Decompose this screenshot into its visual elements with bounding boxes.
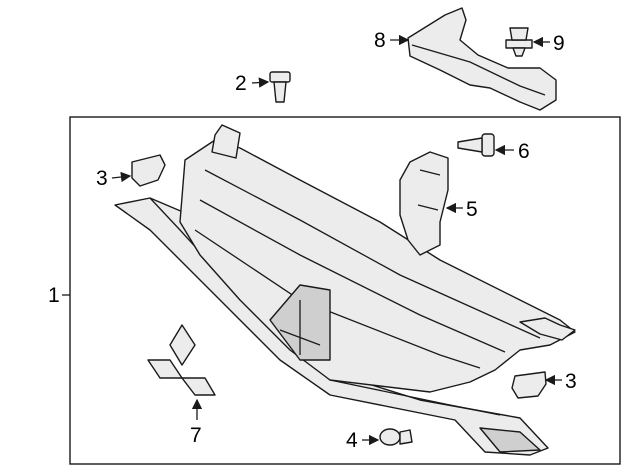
callout-6: 6: [518, 140, 530, 163]
bracket-3-lower: [511, 371, 547, 399]
bracket-8: [407, 7, 557, 111]
clip-2: [269, 71, 291, 103]
screw-6: [457, 133, 495, 157]
callout-9: 9: [553, 32, 565, 55]
callout-2: 2: [235, 72, 247, 95]
grille-assembly: [114, 124, 576, 456]
callout-7: 7: [190, 424, 202, 447]
emblem-7: [147, 324, 216, 396]
callout-1: 1: [48, 284, 60, 307]
leader-3a: [111, 171, 132, 183]
assembly-frame: [69, 116, 621, 465]
callout-3-upper: 3: [96, 167, 108, 190]
callout-4: 4: [346, 429, 358, 452]
leader-2: [251, 77, 270, 88]
nut-4: [379, 428, 413, 446]
callout-5: 5: [466, 198, 478, 221]
callout-8: 8: [374, 29, 386, 52]
bracket-5: [399, 151, 449, 256]
bracket-3-upper: [131, 154, 166, 187]
callout-3-lower: 3: [565, 370, 577, 393]
clip-9: [505, 27, 533, 57]
